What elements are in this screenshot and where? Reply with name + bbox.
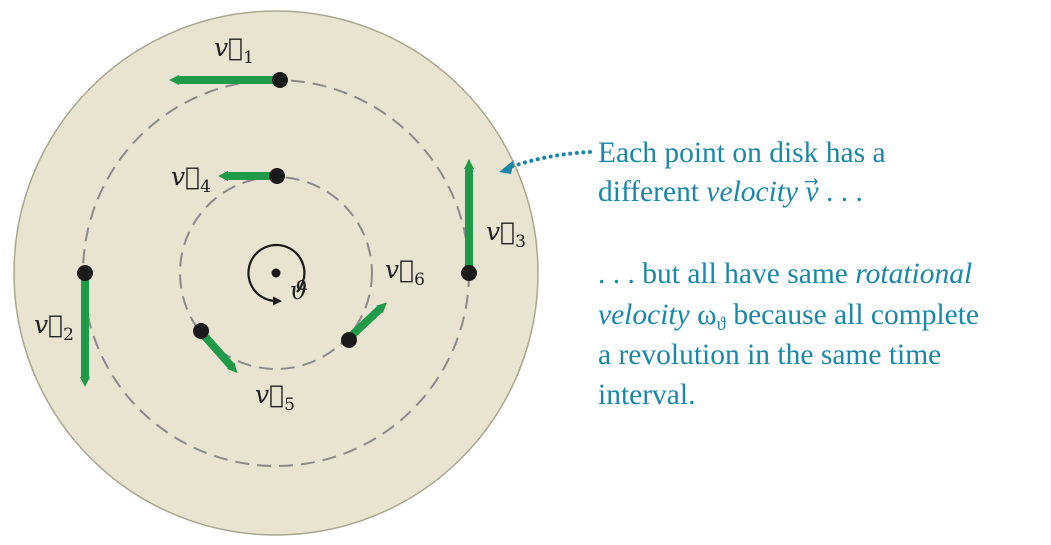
label-v4: v⃗4 [171, 162, 211, 197]
rotation-arrow [247, 243, 306, 306]
point-5 [193, 323, 209, 339]
annotation-1-line-1: Each point on disk has a [598, 137, 886, 169]
velocity-arrow-v5 [198, 329, 238, 373]
label-v5: v⃗5 [255, 380, 295, 415]
annotation-leader [505, 150, 592, 170]
annotation-2-line-2: velocity ωϑ because all complete [598, 299, 979, 335]
label-v2: v⃗2 [34, 310, 74, 345]
annotation-2-line-3: a revolution in the same time [598, 339, 941, 371]
annotation-leader-arrowhead [499, 160, 514, 174]
label-v3: v⃗3 [486, 217, 526, 252]
point-3 [461, 265, 477, 281]
center-point [271, 268, 281, 278]
rotation-label: ϑ [290, 276, 308, 305]
point-6 [341, 332, 357, 348]
annotation-2-line-4: interval. [598, 379, 695, 411]
point-2 [77, 265, 93, 281]
label-v6: v⃗6 [385, 255, 425, 290]
annotation-1-line-2: different velocity v⃗ . . . [598, 176, 863, 208]
label-v1: v⃗1 [214, 33, 254, 68]
point-1 [272, 72, 288, 88]
annotation-2-line-1: . . . but all have same rotational [598, 258, 972, 290]
point-4 [269, 168, 285, 184]
